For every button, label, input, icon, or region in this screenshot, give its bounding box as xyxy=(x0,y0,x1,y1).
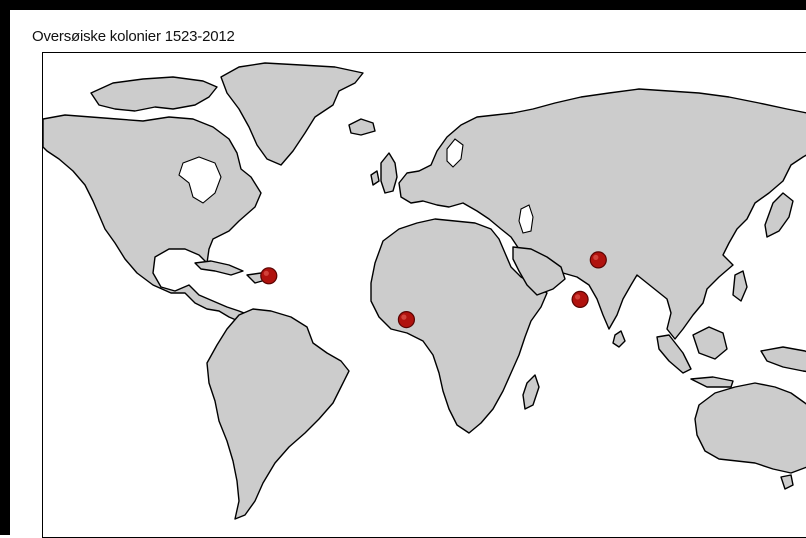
colony-marker-caribbean[interactable] xyxy=(260,267,278,285)
south-america xyxy=(206,308,350,520)
great-britain xyxy=(380,152,398,194)
sri-lanka xyxy=(612,330,626,348)
baltic-sea xyxy=(446,138,464,168)
map-panel xyxy=(42,52,806,538)
tasmania xyxy=(780,474,794,490)
australia xyxy=(694,382,806,474)
iceland xyxy=(348,118,376,136)
world-map xyxy=(43,62,806,520)
arctic-islands xyxy=(90,76,218,112)
hudson-bay xyxy=(178,156,222,204)
colony-marker-gold-coast[interactable] xyxy=(397,311,415,329)
sumatra xyxy=(656,334,692,374)
caspian-sea xyxy=(518,204,534,234)
borneo xyxy=(692,326,728,360)
java xyxy=(690,376,734,388)
africa xyxy=(370,218,548,434)
madagascar xyxy=(522,374,540,410)
cuba xyxy=(194,260,244,276)
map-title: Oversøiske kolonier 1523-2012 xyxy=(32,28,235,45)
arabian-peninsula xyxy=(512,246,566,296)
philippines xyxy=(732,270,748,302)
ireland xyxy=(370,170,380,186)
greenland xyxy=(220,62,364,166)
colony-marker-serampore[interactable] xyxy=(589,251,607,269)
north-america xyxy=(43,114,262,324)
japan xyxy=(764,192,794,238)
colony-marker-tranquebar[interactable] xyxy=(571,290,589,308)
new-guinea xyxy=(760,346,806,373)
